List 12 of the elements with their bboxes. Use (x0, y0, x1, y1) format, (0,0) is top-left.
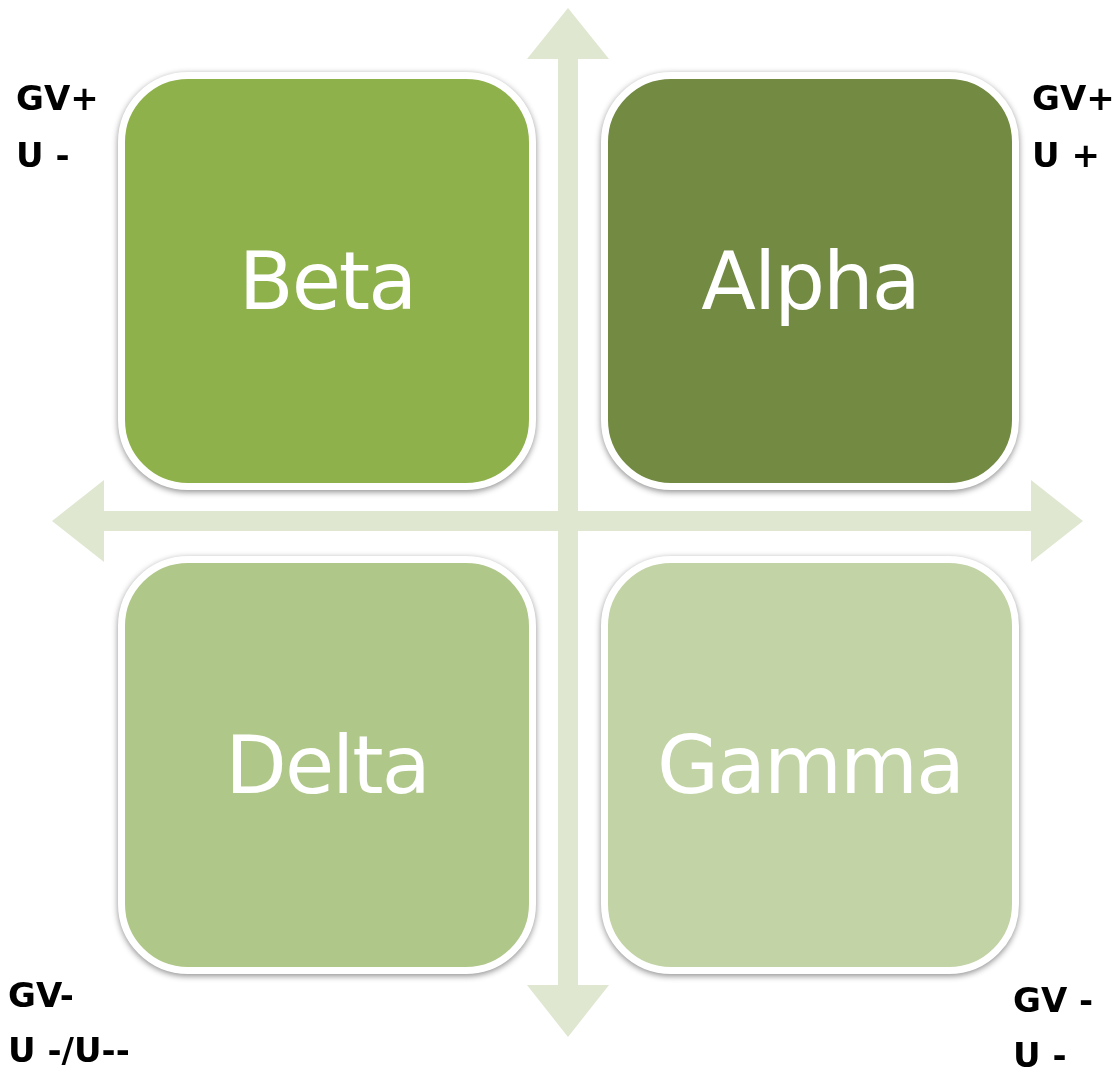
quadrant-label: Gamma (657, 718, 963, 812)
quadrant-label: Delta (225, 718, 429, 812)
axis-corner-label: GV- (8, 975, 74, 1015)
axis-corner-label: GV+ (16, 78, 99, 118)
axis-corner-label: GV - (1013, 980, 1094, 1020)
axis-corner-label: U - (16, 135, 70, 175)
quadrant-label: Alpha (701, 234, 919, 328)
axis-corner-label: U + (1032, 135, 1100, 175)
axis-corner-label: U - (1013, 1035, 1067, 1073)
axis-corner-label: GV+ (1032, 78, 1115, 118)
quadrant-label: Beta (238, 234, 416, 328)
axis-corner-label: U -/U-- (8, 1030, 130, 1070)
